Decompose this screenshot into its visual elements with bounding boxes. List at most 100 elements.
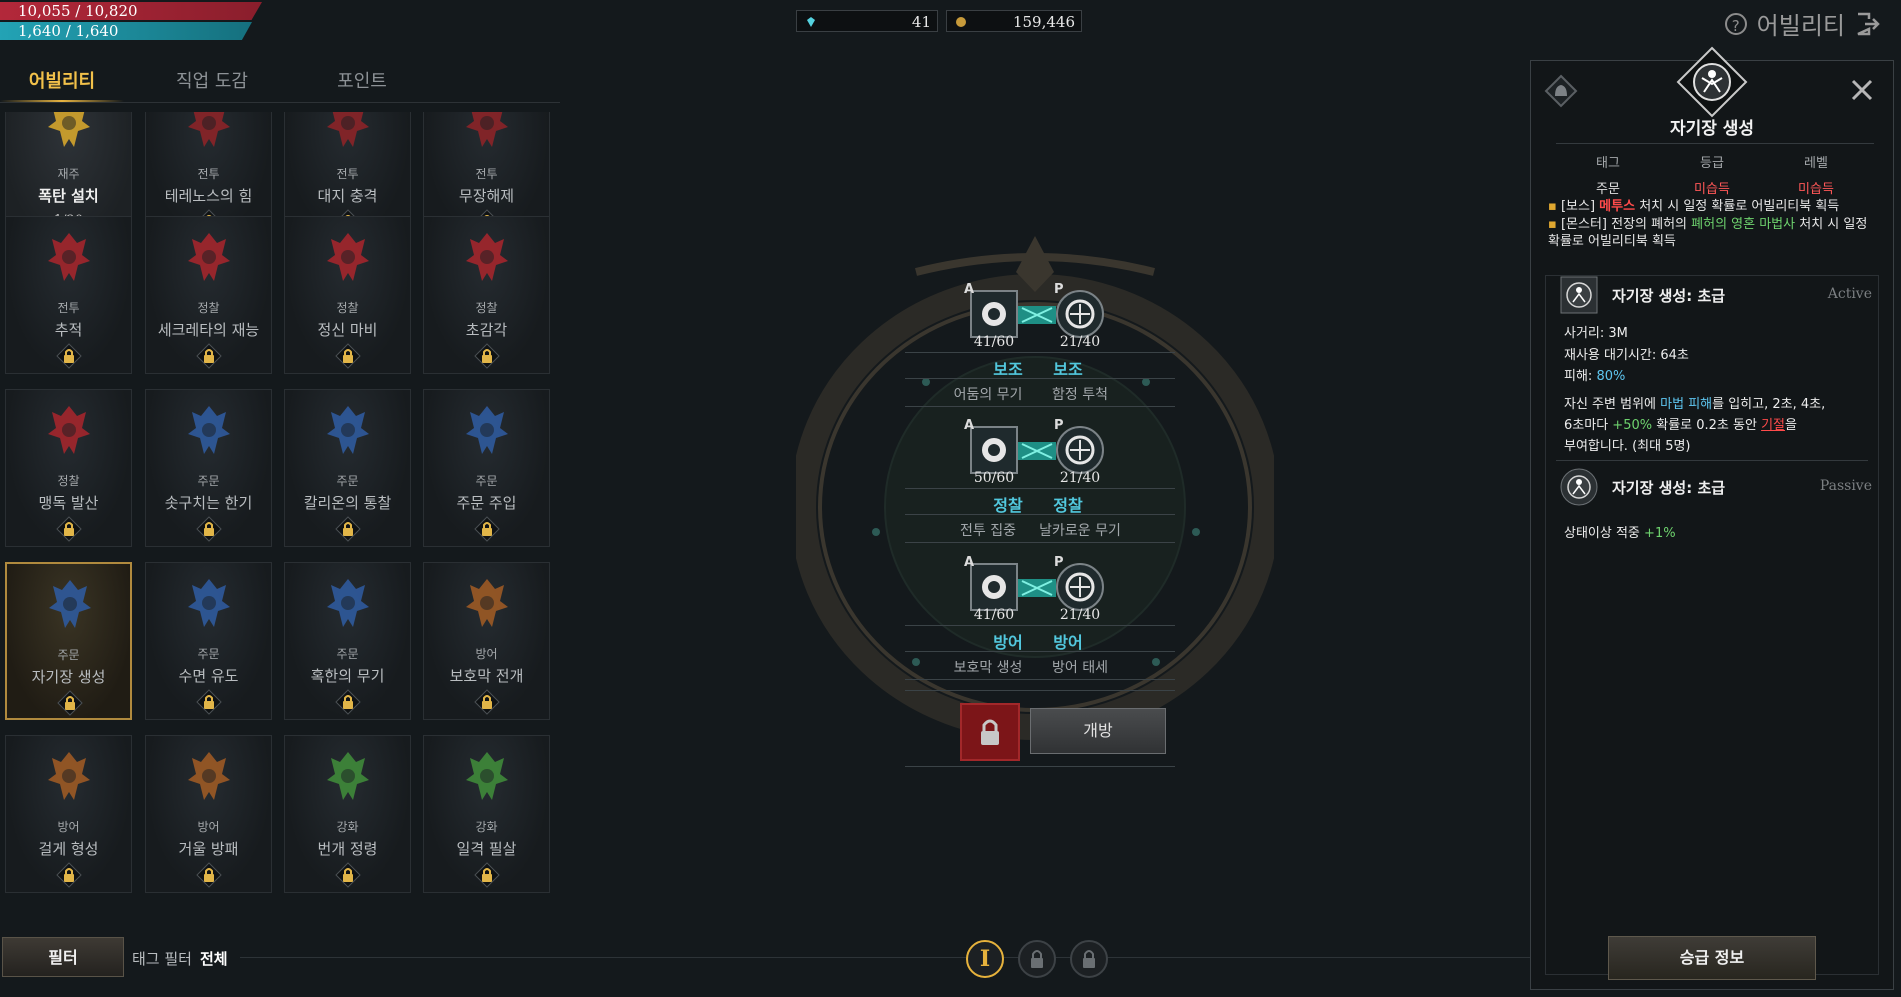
drop-monster-prefix: [몬스터] 전장의 폐허의 xyxy=(1560,217,1688,232)
ability-emblem-icon xyxy=(327,112,369,147)
damage-label: 피해: xyxy=(1564,369,1593,384)
tab-ability[interactable]: 어빌리티 xyxy=(28,71,96,92)
header-tag: 태그 xyxy=(1596,156,1620,171)
bottom-divider xyxy=(240,957,1530,958)
ability-name: 칼리온의 통찰 xyxy=(303,494,392,512)
preset-page-locked-2[interactable] xyxy=(1018,940,1056,978)
slot-type-p: P xyxy=(1054,555,1064,570)
ability-name: 일격 필살 xyxy=(456,840,517,858)
active-skill-header: 자기장 생성: 초급 Active xyxy=(1560,276,1882,316)
close-icon[interactable] xyxy=(1848,76,1876,104)
lock-icon xyxy=(335,516,361,542)
active-slot[interactable] xyxy=(970,563,1018,611)
passive-slot-tag: 정찰 xyxy=(1053,496,1083,515)
gem-icon xyxy=(807,17,815,27)
ability-tag: 정찰 xyxy=(197,301,220,315)
lock-icon xyxy=(981,719,999,745)
slot-link-icon xyxy=(1018,442,1056,460)
lock-icon xyxy=(57,690,83,716)
ability-emblem-icon xyxy=(327,233,369,281)
gem-counter: 41 xyxy=(796,10,938,32)
drop-boss-prefix: [보스] xyxy=(1560,199,1596,214)
ability-name: 테레노스의 힘 xyxy=(164,187,253,205)
slot-link-icon xyxy=(1018,306,1056,324)
ability-tag: 주문 xyxy=(336,647,359,661)
drop-monster-rest: 처치 시 일정 확률로 어빌리티북 획득 xyxy=(1548,217,1868,249)
desc-chance: +50% xyxy=(1612,418,1653,433)
lock-icon xyxy=(56,862,82,888)
ability-emblem-icon xyxy=(327,406,369,454)
header-grade: 등급 xyxy=(1700,156,1724,171)
locked-slot[interactable] xyxy=(960,703,1020,761)
ability-emblem-icon xyxy=(188,406,230,454)
slot-divider xyxy=(905,406,1175,407)
gem-value: 41 xyxy=(911,13,931,31)
bell-icon[interactable] xyxy=(1544,74,1578,108)
ability-emblem-icon xyxy=(188,233,230,281)
ability-tag: 전투 xyxy=(336,167,359,181)
ability-emblem-icon xyxy=(327,579,369,627)
passive-slot[interactable] xyxy=(1056,563,1104,611)
top-right-header: ? 어빌리티 xyxy=(1724,6,1881,41)
skill-desc-line2: 6초마다 +50% 확률로 0.2초 동안 기절을 xyxy=(1564,414,1797,433)
ability-name: 번개 정령 xyxy=(317,840,378,858)
detail-panel xyxy=(1530,60,1894,990)
preset-page-locked-3[interactable] xyxy=(1070,940,1108,978)
desc-text: 를 입히고, 2초, 4초, xyxy=(1712,397,1826,412)
passive-slot[interactable] xyxy=(1056,426,1104,474)
passive-ability-icon xyxy=(1065,435,1095,465)
upgrade-info-button[interactable]: 승급 정보 xyxy=(1608,936,1816,980)
lock-icon xyxy=(56,343,82,369)
slot-divider xyxy=(905,514,1175,515)
drop-info-monster: ▪ [몬스터] 전장의 폐허의 폐허의 영혼 마법사 처치 시 일정 확률로 어… xyxy=(1548,217,1868,249)
active-slot-tag: 보조 xyxy=(993,360,1023,379)
ability-name: 보호막 전개 xyxy=(449,667,524,685)
active-slot[interactable] xyxy=(970,290,1018,338)
desc-text: 확률로 0.2초 동안 xyxy=(1656,418,1757,433)
ability-emblem-icon xyxy=(188,752,230,800)
lock-icon xyxy=(196,689,222,715)
desc-text: 을 xyxy=(1785,418,1797,433)
slot-divider xyxy=(905,542,1175,543)
exit-icon[interactable] xyxy=(1855,11,1881,37)
passive-slot-count: 21/40 xyxy=(1059,607,1101,623)
slot-type-p: P xyxy=(1054,282,1064,297)
active-slot-tag: 방어 xyxy=(993,633,1023,652)
active-slot[interactable] xyxy=(970,426,1018,474)
gold-coin-icon xyxy=(956,17,966,27)
filter-button[interactable]: 필터 xyxy=(2,937,124,977)
tab-class-codex[interactable]: 직업 도감 xyxy=(176,71,248,92)
ability-emblem-icon xyxy=(466,752,508,800)
help-icon[interactable]: ? xyxy=(1724,12,1747,35)
ability-tag: 주문 xyxy=(336,474,359,488)
ability-name: 세크레타의 재능 xyxy=(157,321,260,339)
preset-page-1[interactable]: I xyxy=(966,940,1004,978)
passive-slot[interactable] xyxy=(1056,290,1104,338)
open-slot-button[interactable]: 개방 xyxy=(1030,708,1166,754)
ability-emblem-icon xyxy=(48,233,90,281)
ability-name: 걸게 형성 xyxy=(38,840,99,858)
ability-emblem-icon xyxy=(327,752,369,800)
slot-type-p: P xyxy=(1054,418,1064,433)
tab-points[interactable]: 포인트 xyxy=(337,71,387,92)
ability-name: 정신 마비 xyxy=(317,321,378,339)
tag-filter-value[interactable]: 전체 xyxy=(200,950,228,968)
desc-stun[interactable]: 기절 xyxy=(1761,418,1785,433)
ability-emblem-icon xyxy=(466,579,508,627)
